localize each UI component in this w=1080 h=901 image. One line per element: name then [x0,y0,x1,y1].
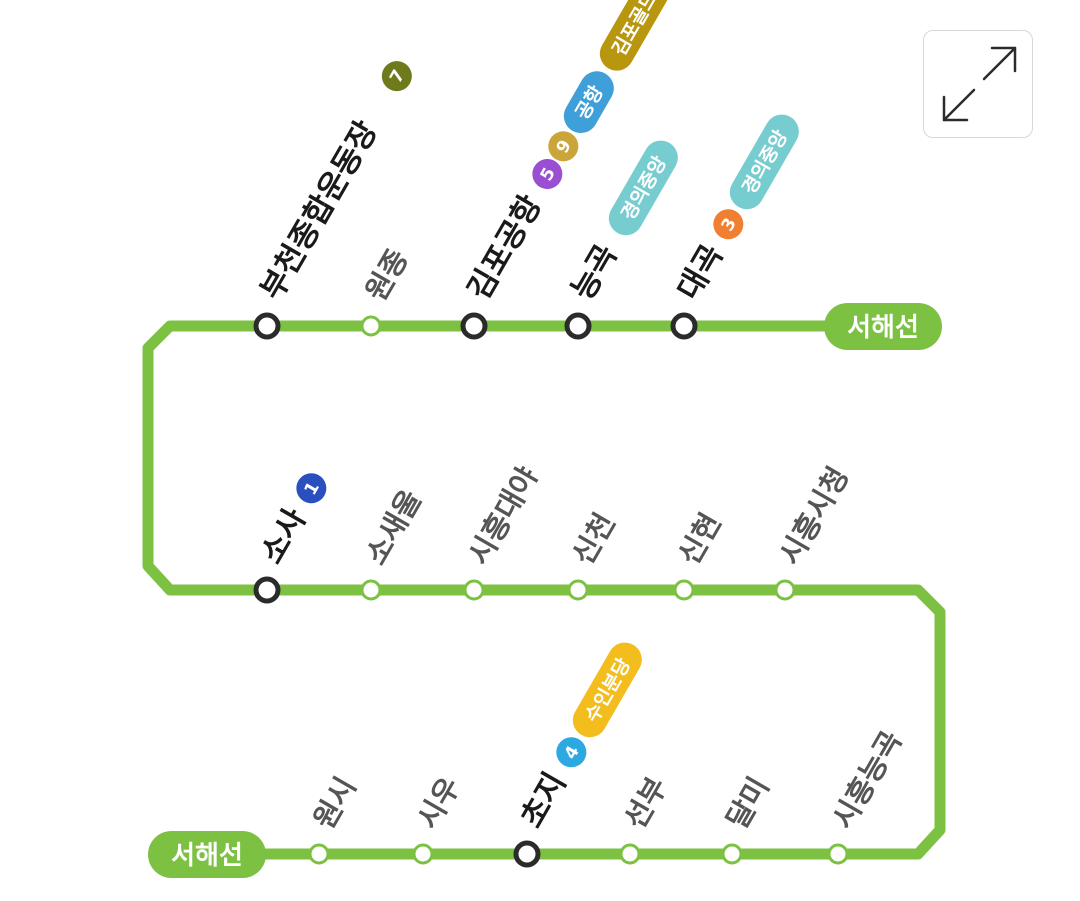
transfer-badge-suin-bundang [572,642,642,738]
transfer-badge-gimpo-gold [599,0,669,71]
terminal-label-top-right[interactable]: 서해선 [824,303,942,350]
transfer-badge-line5 [532,159,563,190]
svg-text:선부: 선부 [618,771,674,834]
svg-text:시우: 시우 [411,771,467,834]
terminal-label-bottom-left[interactable]: 서해선 [148,831,266,878]
svg-text:원시: 원시 [307,771,363,834]
station-neunggok[interactable]: 능곡 경의중앙 [564,134,685,340]
svg-text:서해선: 서해선 [171,841,243,871]
transfer-badge-line4 [556,737,587,768]
transfer-badge-line7 [381,61,412,92]
svg-text:시흥능곡: 시흥능곡 [826,725,909,834]
station-siheung-daeya[interactable]: 시흥대야 [462,461,545,601]
transfer-badge-gyeongui [729,114,799,210]
svg-text:서해선: 서해선 [847,313,919,343]
expand-diagonal-arrows-icon [942,46,1017,122]
seohae-line-route [142,320,946,860]
svg-text:김포공항: 김포공항 [461,189,549,306]
transfer-badge-line9 [548,131,579,162]
svg-text:시흥시청: 시흥시청 [773,461,856,570]
transfer-badge-line1 [296,473,327,504]
expand-button[interactable] [923,30,1033,138]
svg-text:소새울: 소새울 [359,484,428,570]
svg-text:능곡: 능곡 [565,239,625,306]
station-sosa[interactable]: 소사 1 [253,466,335,604]
svg-text:소사: 소사 [254,502,314,570]
svg-text:초지: 초지 [514,767,574,834]
svg-text:신현: 신현 [672,507,728,570]
station-choji[interactable]: 초지 4 수인분당 [513,636,649,868]
station-bucheon-stadium[interactable]: 부천종합운동장 7 [253,54,420,340]
station-siheung-city-hall[interactable]: 시흥시청 [773,461,856,601]
svg-text:달미: 달미 [720,771,776,834]
svg-text:원종: 원종 [359,243,415,306]
transfer-badge-line3 [713,209,744,240]
svg-text:대곡: 대곡 [671,239,731,306]
station-daegok[interactable]: 대곡 3 경의중앙 [670,108,806,340]
svg-text:신천: 신천 [566,507,622,570]
station-siheung-neunggok[interactable]: 시흥능곡 [826,725,909,865]
svg-text:시흥대야: 시흥대야 [462,461,545,571]
transfer-badge-gyeongui [608,140,678,236]
station-sosaeul[interactable]: 소새울 [359,484,428,601]
transfer-badge-airport [563,71,614,134]
